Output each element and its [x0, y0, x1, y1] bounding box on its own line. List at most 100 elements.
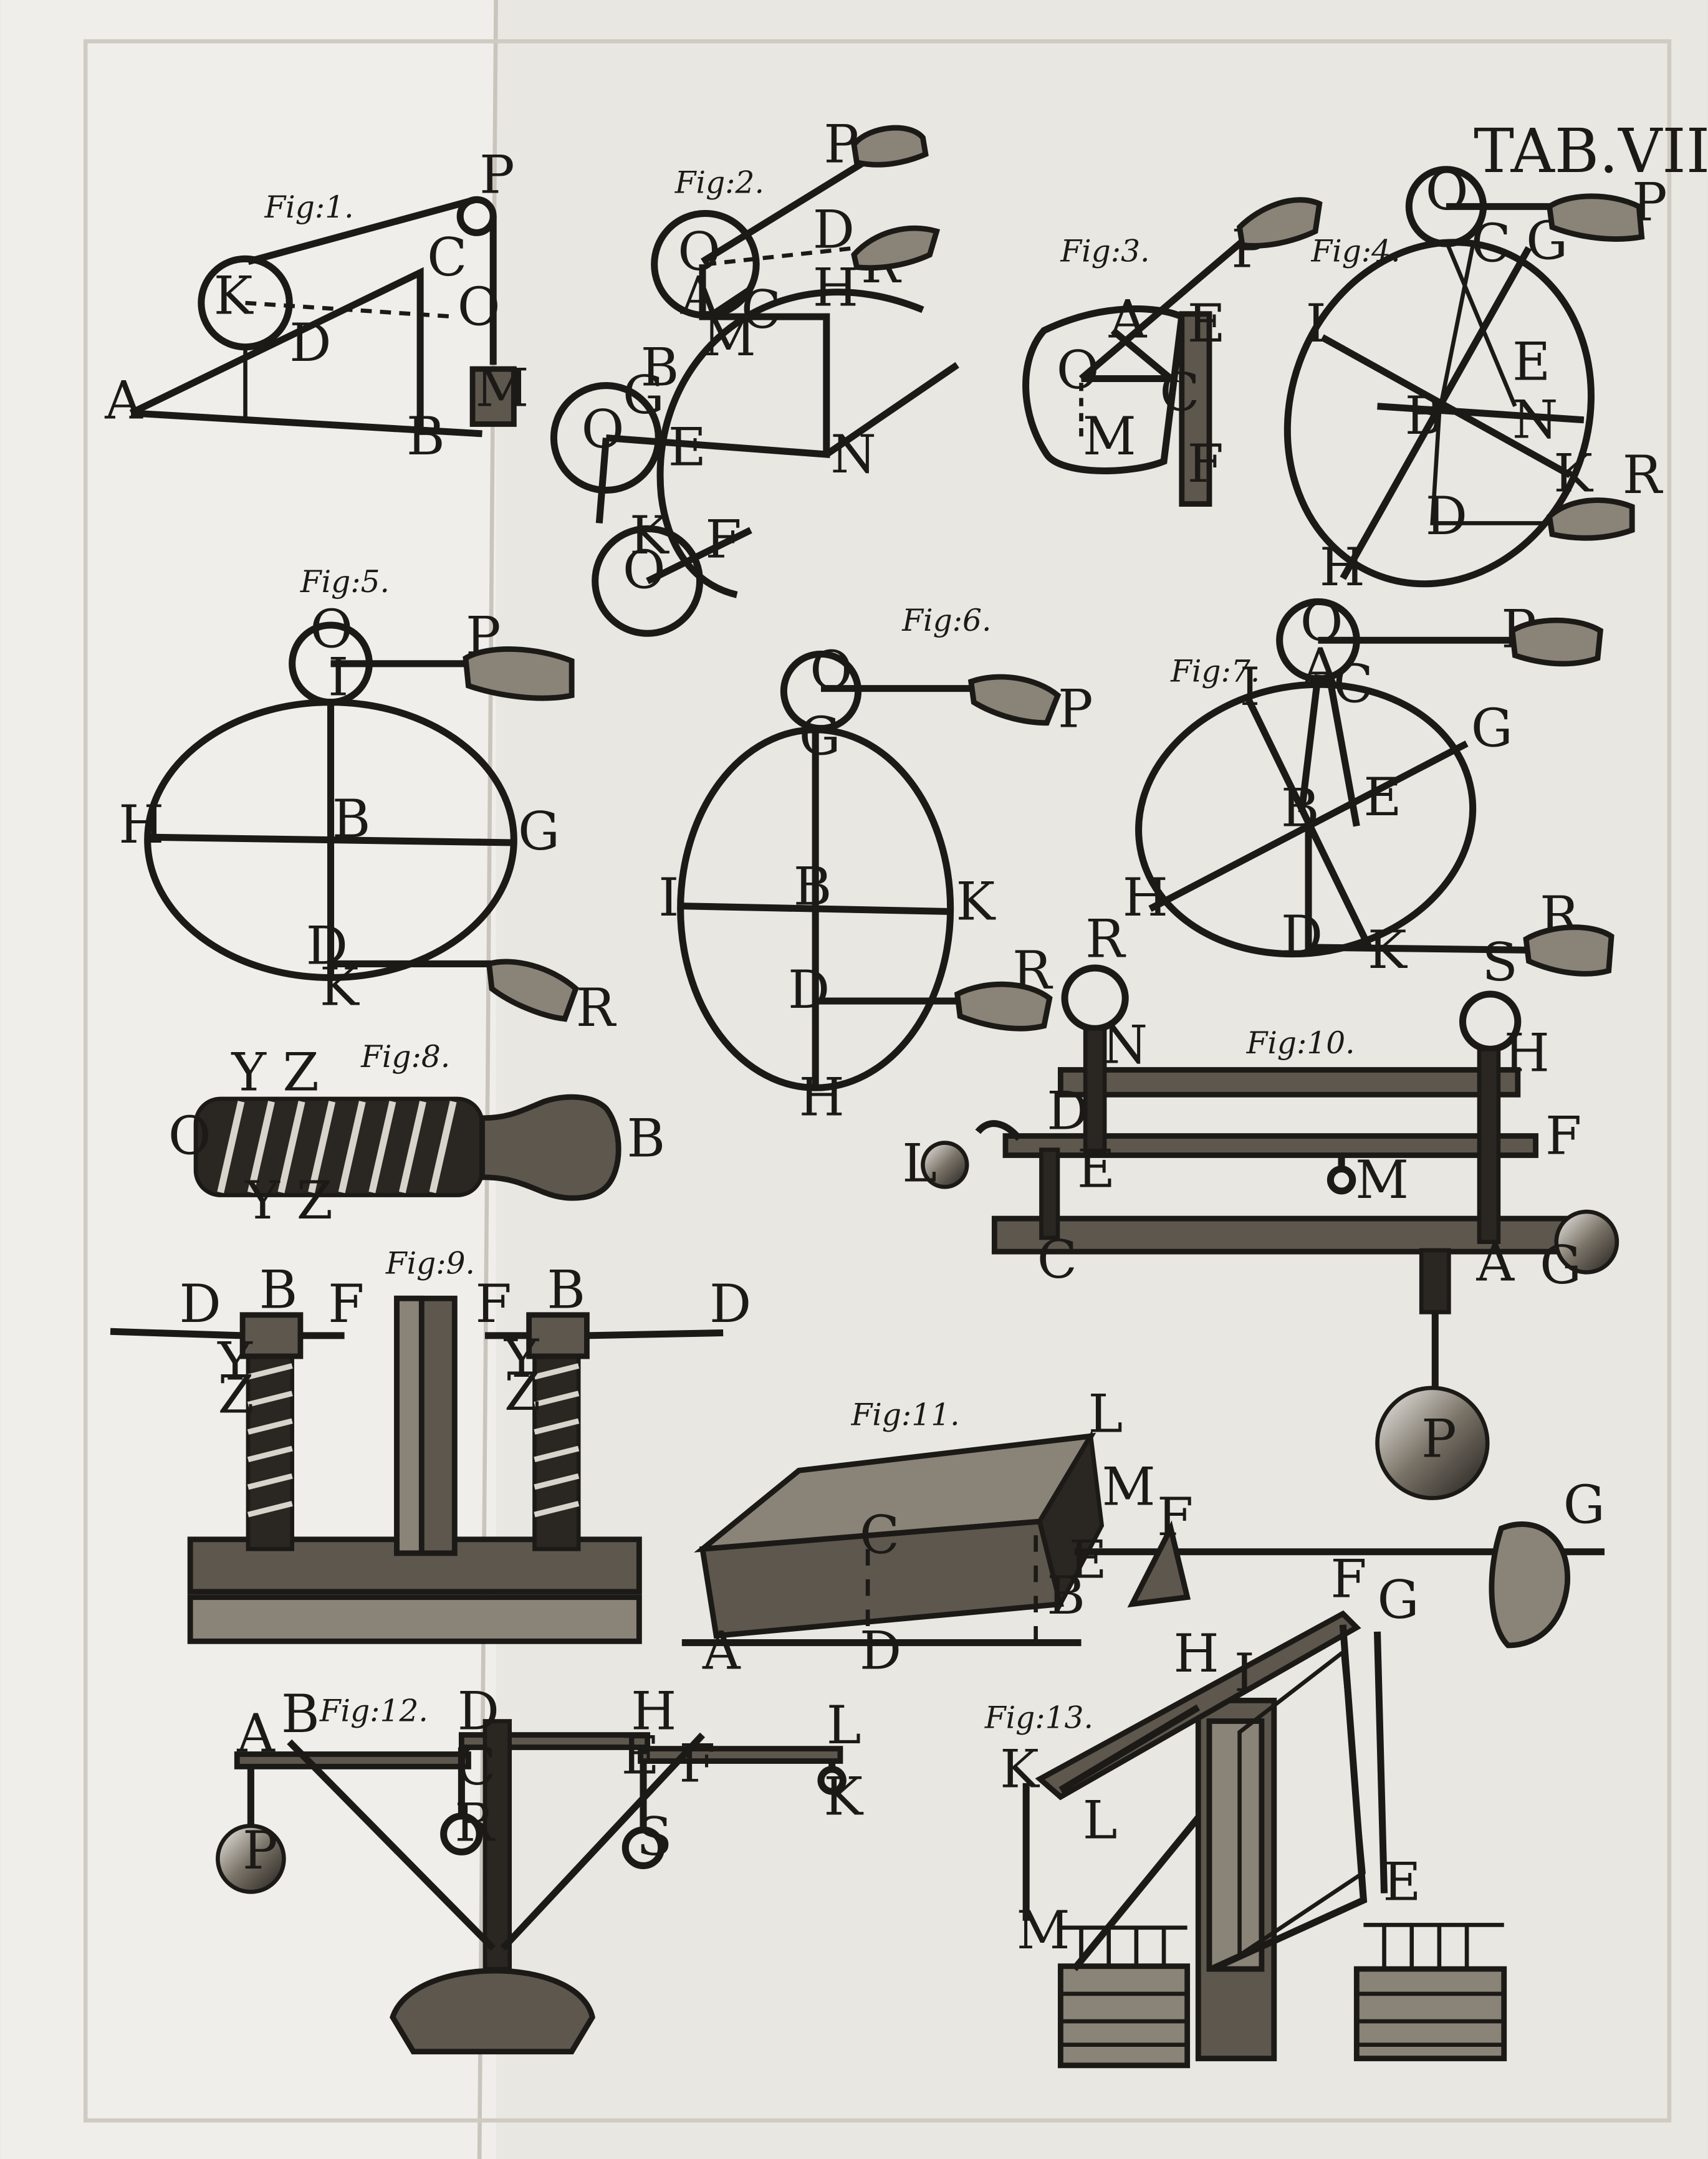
- point-label: F: [705, 509, 741, 570]
- point-label: E: [1077, 1138, 1115, 1199]
- point-label: B: [547, 1260, 585, 1321]
- point-label: D: [306, 915, 348, 976]
- point-label: C: [427, 227, 467, 288]
- point-label: G: [1471, 697, 1513, 759]
- point-label: B: [1405, 385, 1444, 446]
- fig12-title: Fig:12.: [319, 1693, 428, 1728]
- point-label: H: [1123, 867, 1168, 928]
- point-label: K: [1000, 1739, 1040, 1800]
- point-label: O: [810, 640, 853, 701]
- point-label: H: [799, 1066, 845, 1127]
- point-label: I: [1234, 1642, 1255, 1703]
- point-label: B: [641, 337, 679, 398]
- fig8-title: Fig:8.: [360, 1040, 450, 1075]
- point-label: D: [860, 1620, 901, 1682]
- point-label: B: [1281, 778, 1320, 839]
- point-label: C: [456, 1736, 496, 1797]
- point-label: C: [741, 279, 781, 340]
- point-label: F: [475, 1273, 511, 1334]
- point-label: Z: [504, 1361, 540, 1422]
- point-label: H: [118, 794, 164, 855]
- point-label: K: [320, 957, 360, 1018]
- point-label: G: [1377, 1569, 1419, 1630]
- point-label: I: [1306, 293, 1327, 354]
- point-label: M: [703, 307, 756, 368]
- fig10-title: Fig:10.: [1246, 1026, 1355, 1061]
- point-label: B: [406, 406, 445, 467]
- fig4-title: Fig:4.: [1310, 234, 1400, 269]
- point-label: E: [1512, 332, 1550, 393]
- point-label: F: [679, 1733, 715, 1794]
- point-label: G: [518, 801, 560, 862]
- point-label: M: [1083, 406, 1136, 467]
- point-label: B: [794, 856, 832, 917]
- point-label: P: [479, 144, 514, 205]
- point-label: I: [1240, 656, 1260, 717]
- point-label: F: [1330, 1549, 1366, 1610]
- point-label: G: [1563, 1474, 1605, 1535]
- fig9-screw-press: Fig:9. D B F F B D: [110, 1246, 751, 1644]
- point-label: P: [1421, 1408, 1456, 1469]
- point-label: H: [631, 1681, 676, 1742]
- fig11-lever-block: Fig:11. L M F G C E B A D: [681, 1384, 1605, 1682]
- point-label: N: [830, 424, 876, 485]
- point-label: E: [668, 417, 706, 478]
- point-label: E: [621, 1725, 660, 1786]
- point-label: R: [1623, 444, 1664, 505]
- point-label: L: [827, 1695, 861, 1756]
- fig1-title: Fig:1.: [264, 190, 353, 225]
- point-label: H: [1174, 1623, 1219, 1684]
- point-label: B: [332, 788, 371, 850]
- point-label: D: [1426, 486, 1467, 547]
- point-label: I: [328, 647, 348, 708]
- point-label: K: [823, 1766, 863, 1827]
- fig2-title: Fig:2.: [674, 165, 764, 200]
- fig5-title: Fig:5.: [300, 565, 390, 600]
- fig10-lever-balance: Fig:10. R S N H D F L E M C A G P: [902, 908, 1619, 1500]
- point-label: A: [236, 1703, 276, 1764]
- point-label: A: [680, 266, 719, 327]
- point-label: K: [1368, 919, 1408, 980]
- point-label: G: [1540, 1235, 1581, 1296]
- point-label: R: [576, 977, 617, 1038]
- point-label: O: [1057, 340, 1100, 401]
- fig1-inclined-plane: Fig:1. P C K O D M A B: [104, 144, 529, 467]
- point-label: L: [1088, 1384, 1123, 1445]
- point-label: E: [1383, 1852, 1421, 1913]
- point-label: A: [1476, 1232, 1515, 1293]
- point-label: O: [310, 598, 353, 659]
- hand-icon: [1236, 197, 1323, 249]
- point-label: A: [1301, 637, 1340, 698]
- fig3-title: Fig:3.: [1060, 234, 1149, 269]
- point-label: B: [626, 1108, 665, 1169]
- point-label: Y Z: [245, 1170, 333, 1231]
- hand-pointer-icons: [463, 125, 1645, 1032]
- point-label: E: [1363, 767, 1401, 828]
- fig8-screw: Fig:8. Y Z O B Y Z: [168, 1040, 665, 1231]
- fig12-compound-lever: Fig:12. A B D H L C E F P R S K: [216, 1681, 863, 2055]
- point-label: A: [104, 370, 143, 431]
- point-label: L: [1083, 1789, 1118, 1850]
- point-label: H: [1504, 1023, 1550, 1084]
- point-label: N: [1102, 1014, 1148, 1075]
- hand-icon: [851, 225, 941, 271]
- point-label: D: [813, 199, 855, 261]
- point-label: E: [1069, 1529, 1107, 1591]
- point-label: C: [1037, 1229, 1077, 1290]
- point-label: F: [328, 1273, 364, 1334]
- fig4-wheel-ellipse: Fig:4. O P C G I E B N K R D H: [1283, 161, 1667, 598]
- point-label: F: [1545, 1105, 1581, 1166]
- hand-icon: [463, 646, 575, 701]
- point-label: M: [1355, 1149, 1409, 1210]
- point-label: D: [458, 1681, 499, 1742]
- point-label: K: [214, 266, 254, 327]
- point-label: Z: [218, 1364, 254, 1425]
- point-label: B: [1047, 1565, 1085, 1626]
- point-label: G: [799, 706, 841, 767]
- fig2-wheel-on-curve: Fig:2. P D R O A C H M B G O E N K O F: [550, 114, 959, 637]
- hand-icon: [1546, 497, 1635, 541]
- point-label: S: [1482, 932, 1518, 993]
- point-label: B: [281, 1683, 320, 1745]
- point-label: K: [630, 505, 669, 566]
- point-label: A: [1108, 289, 1148, 350]
